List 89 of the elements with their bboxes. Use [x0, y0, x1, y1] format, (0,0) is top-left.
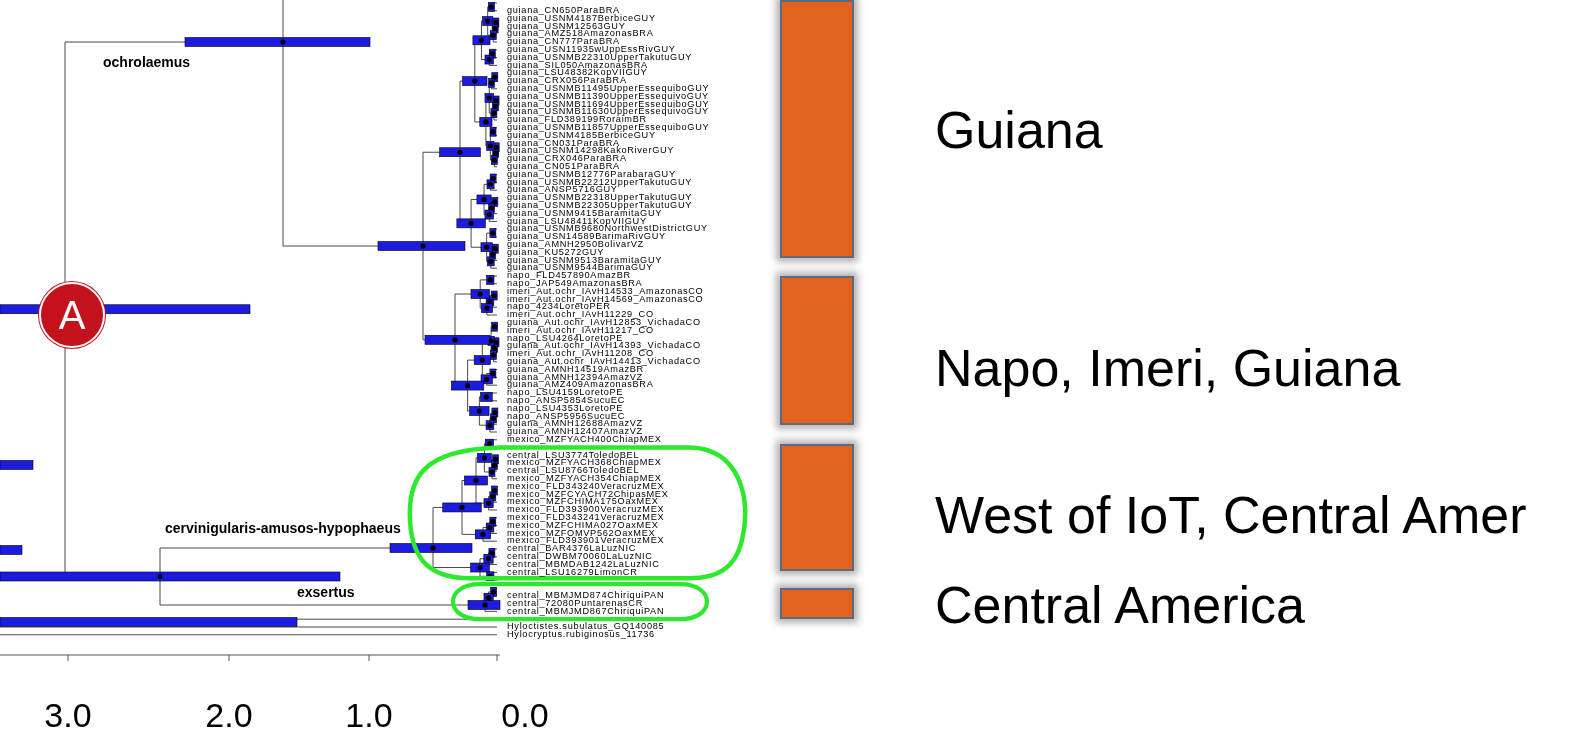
- taxon-label: mexico_FLD343241VeracruzMEX: [507, 513, 665, 522]
- taxon-label: mexico_MZFYACH400ChiapMEX: [507, 435, 662, 444]
- taxon-label: mexico_FLD393901VeracruzMEX: [507, 537, 665, 546]
- taxon-label: guiana_USNMB11694UpperEssequiboGUY: [507, 100, 710, 109]
- taxon-label: guiana_USNMB22318UpperTakutuGUY: [507, 194, 693, 202]
- taxon-label: central_DWBM70060LaLuzNIC: [507, 552, 653, 561]
- taxon-label: guiana_USNMB12776ParabaraGUY: [507, 170, 676, 179]
- axis-tick-label: 2.0: [205, 695, 253, 735]
- region-label: West of IoT, Central Amer: [935, 485, 1527, 545]
- taxon-label: guiana_Aut.ochr_IAvH14393_VichadaCO: [507, 342, 701, 351]
- taxon-label: guiana_CRX056ParaBRA: [507, 77, 627, 85]
- region-label: Central America: [935, 575, 1305, 635]
- taxon-label: Hylocryptus.rubiginosus_11736: [507, 630, 655, 639]
- taxon-label: mexico_MZFOMVP562OaxMEX: [507, 529, 656, 538]
- taxon-label: guiana_AMZ518AmazonasBRA: [507, 30, 654, 39]
- taxon-label: guiana_SIL050AmazonasBRA: [507, 61, 648, 70]
- taxon-label: mexico_MZFCHIMA175OaxMEX: [507, 498, 659, 507]
- taxon-label: mexico_MZFYACH354ChiapMEX: [507, 474, 662, 483]
- taxon-label: napo_ANSP5854SucuEC: [507, 396, 625, 405]
- taxon-label: guiana_AMNH14519AmazBR: [507, 365, 644, 374]
- taxon-label: guiana_CN650ParaBRA: [507, 6, 620, 15]
- taxon-label: imeri_Aut.ochr_IAvH11208_CO: [507, 350, 654, 358]
- taxon-label: guiana_USNMB11390UpperEssequivoGUY: [507, 92, 709, 101]
- taxon-label: imeri_Aut.ochr_IAvH14569_AmazonasCO: [507, 295, 704, 304]
- taxon-label: guiana_USNM9544BarimaGUY: [507, 264, 653, 273]
- taxon-label: guiana_FLD389199RoraimBR: [507, 116, 647, 124]
- taxon-label: guiana_USNM4185BerbiceGUY: [507, 131, 656, 140]
- taxon-label: napo_ANSP5956SucuEC: [507, 412, 625, 421]
- taxon-label: guiana_LSU48411KopVIIGUY: [507, 217, 647, 226]
- taxon-label: guiana_AMNH2950BolivarVZ: [507, 240, 644, 249]
- taxon-label: guiana_AMNH12394AmazVZ: [507, 373, 643, 382]
- taxon-label: mexico_MZFCHIMA027OaxMEX: [507, 521, 659, 530]
- taxon-label: guiana_CN777ParaBRA: [507, 38, 620, 46]
- taxon-label: napo_LSU4159LoretoPE: [507, 389, 624, 397]
- taxon-label: napo_4234LoretoPER: [507, 303, 611, 312]
- taxon-label: guiana_USN11935wUppEssRivGUY: [507, 45, 676, 54]
- region-label: Guiana: [935, 100, 1103, 160]
- taxon-label: napo_JAP549AmazonasBRA: [507, 279, 643, 288]
- taxon-label: mexico_MZFCYACH72ChipasMEX: [507, 490, 669, 499]
- taxon-label: guiana_LSU48382KopVIIGUY: [507, 69, 648, 78]
- clade-label: exsertus: [297, 584, 355, 601]
- taxon-label: guiana_USN14589BarimaRivGUY: [507, 233, 666, 241]
- taxon-label: guiana_AMZ409AmazonasBRA: [507, 381, 654, 390]
- taxon-label: imeri_Aut.ochr_IAvH11217_CO: [507, 326, 654, 335]
- taxon-label: imeri_Aut.ochr_IAvH11229_CO: [507, 311, 654, 319]
- taxon-label: guiana_USNMB11630UpperEssequivoGUY: [507, 108, 709, 117]
- taxon-label: guiana_AMNH12407AmazVZ: [507, 428, 643, 436]
- clade-label: cervinigularis-amusos-hypophaeus: [165, 520, 401, 537]
- taxon-label: guiana_CN031ParaBRA: [507, 139, 620, 148]
- taxon-label: guiana_Aut.ochr_IAvH14413_VichadaCO: [507, 357, 701, 366]
- taxon-label: guiana_USNM14298KakoRiverGUY: [507, 147, 675, 156]
- taxon-label: guiana_CN051ParaBRA: [507, 162, 620, 171]
- taxon-label: guiana_USNM9415BaramitaGUY: [507, 209, 663, 218]
- taxon-label: guiana_USNMB11857UpperEssequiboGUY: [507, 123, 710, 132]
- taxon-label: central_MBMJMD867ChiriquiPAN: [507, 607, 665, 616]
- clade-label: ochrolaemus: [103, 54, 191, 71]
- taxon-label: guiana_USNMB22305UpperTakutuGUY: [507, 201, 693, 210]
- taxon-label: guiana_CRX046ParaBRA: [507, 155, 627, 163]
- clade-marker: A: [39, 282, 105, 348]
- region-label: Napo, Imeri, Guiana: [935, 338, 1401, 398]
- taxon-label: central_LSU16279LimonCR: [507, 568, 638, 577]
- taxon-label: guiana_AMNH12688AmazVZ: [507, 420, 643, 429]
- taxon-label: guiana_Aut.ochr_IAvH12853_VichadaCO: [507, 318, 701, 327]
- axis-tick-label: 3.0: [44, 695, 92, 735]
- taxon-label: guiana_USNM4187BerbiceGUY: [507, 14, 656, 23]
- taxon-label: napo_FLD457890AmazBR: [507, 272, 631, 280]
- taxon-label: central_LSU8766ToledoBEL: [507, 467, 640, 475]
- taxon-label: guiana_USNMB22310UpperTakutuGUY: [507, 53, 693, 62]
- axis-tick-label: 0.0: [501, 695, 549, 735]
- taxon-label: central_BAR4376LaLuzNIC: [507, 545, 636, 553]
- taxon-label: mexico_MZFYACH368ChiapMEX: [507, 459, 662, 468]
- taxon-label: central_MBMDAB1242LaLuzNIC: [507, 560, 660, 569]
- taxon-label: guiana_USNMB9680NorthwestDistrictGUY: [507, 225, 708, 234]
- taxon-label: napo_LSU4353LoretoPE: [507, 404, 624, 413]
- taxon-label: central_LSU3774ToledoBEL: [507, 451, 640, 460]
- taxon-label: mexico_FLD393900VeracruzMEX: [507, 506, 665, 514]
- taxon-label: guiana_USNMB22212UpperTakutuGUY: [507, 178, 693, 187]
- taxon-label: central_MBMJMD874ChiriquiPAN: [507, 591, 665, 600]
- taxon-label: Hyloctistes.subulatus_GQ140085: [507, 623, 665, 631]
- taxon-label: central_72080PuntarenasCR: [507, 599, 643, 608]
- taxon-label: guiana_USNM12563GUY: [507, 22, 626, 31]
- taxon-label: guiana_ANSP5716GUY: [507, 186, 618, 195]
- taxon-label: mexico_FLD343240VeracruzMEX: [507, 482, 665, 491]
- taxon-label: imeri_Aut.ochr_IAvH14533_AmazonasCO: [507, 287, 704, 296]
- taxon-label: napo_LSU4264LoretoPE: [507, 334, 624, 343]
- axis-tick-label: 1.0: [345, 695, 393, 735]
- taxon-label: guiana_USNMB11495UpperEssequiboGUY: [507, 84, 710, 93]
- taxon-label: guiana_USNM9513BaramitaGUY: [507, 256, 663, 265]
- taxon-label: guiana_KU5272GUY: [507, 248, 604, 257]
